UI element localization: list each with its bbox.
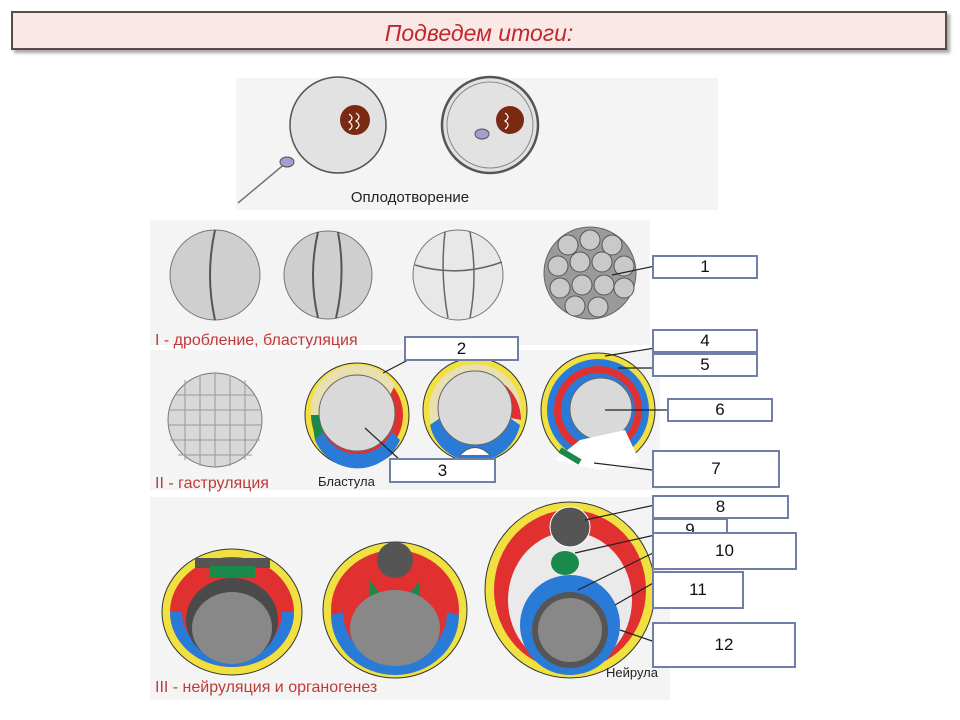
early-gastrula: [422, 357, 528, 463]
morula-stage: [543, 226, 637, 320]
label-box-8[interactable]: 8: [652, 495, 789, 519]
fertilization-caption: Оплодотворение: [351, 189, 469, 206]
late-neurula: [484, 501, 656, 679]
stage1-caption: I - дробление, бластуляция: [155, 332, 358, 349]
label-box-7[interactable]: 7: [652, 450, 780, 488]
egg-with-sperm: [237, 76, 387, 204]
eight-cell-stage: [412, 229, 504, 321]
early-neurula: [161, 548, 303, 676]
neurula-caption: Нейрула: [606, 665, 659, 680]
blastula-caption: Бластула: [318, 474, 376, 489]
fertilized-egg: [440, 75, 540, 175]
label-box-11[interactable]: 11: [652, 571, 744, 609]
stage2-caption: II - гаструляция: [155, 475, 269, 492]
label-box-2[interactable]: 2: [404, 336, 519, 361]
slide-title: Подведем итоги:: [384, 20, 574, 46]
label-box-3[interactable]: 3: [389, 458, 496, 483]
blastula-surface: [167, 372, 263, 468]
label-box-4[interactable]: 4: [652, 329, 758, 353]
stage3-caption: III - нейруляция и органогенез: [155, 679, 377, 696]
title-bar: Подведем итоги:: [11, 11, 947, 50]
label-box-6[interactable]: 6: [667, 398, 773, 422]
label-box-10[interactable]: 10: [652, 532, 797, 570]
mid-neurula: [322, 541, 468, 679]
two-cell-stage: [169, 229, 261, 321]
blastula-section: [304, 362, 410, 469]
label-box-5[interactable]: 5: [652, 353, 758, 377]
late-gastrula: [540, 352, 656, 470]
label-box-12[interactable]: 12: [652, 622, 796, 668]
four-cell-stage: [283, 230, 373, 320]
label-box-1[interactable]: 1: [652, 255, 758, 279]
